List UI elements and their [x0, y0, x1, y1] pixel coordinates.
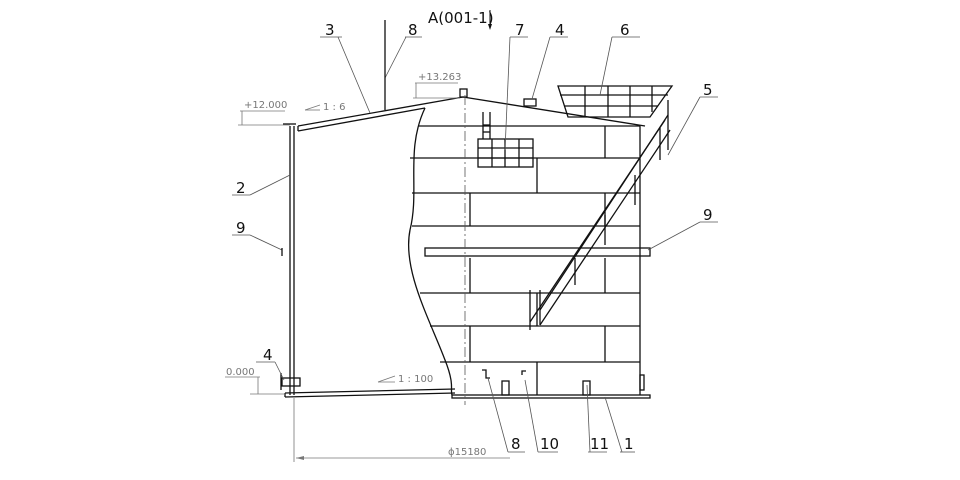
roof-slope: 1 : 6 [323, 102, 345, 113]
ring-platform [424, 247, 651, 257]
roof-nozzle [523, 98, 537, 107]
shell-nozzle [639, 374, 645, 391]
callout-7: 7 [515, 21, 525, 39]
support-left [501, 380, 510, 396]
roof [297, 88, 646, 132]
callout-5: 5 [703, 81, 713, 99]
elevation-roof-edge: +12.000 [244, 100, 287, 111]
break-line [408, 107, 453, 396]
roof-vent [459, 88, 468, 98]
tank-diameter: ϕ15180 [448, 447, 486, 458]
callout-11: 11 [590, 435, 609, 453]
callout-1: 1 [624, 435, 634, 453]
view-label: A(001-1) [428, 9, 494, 27]
bottom-nozzle [281, 377, 301, 387]
callout-3: 3 [325, 21, 335, 39]
support-right [582, 380, 591, 396]
callout-6: 6 [620, 21, 630, 39]
view-arrow-icon [488, 24, 492, 30]
bottom-slope: 1 : 100 [398, 374, 433, 385]
elevation-roof-top: +13.263 [418, 72, 461, 83]
callout-8-bottom: 8 [511, 435, 521, 453]
callout-2: 2 [236, 179, 246, 197]
top-platform [557, 85, 674, 118]
callout-8-top: 8 [408, 21, 418, 39]
elevation-ground: 0.000 [226, 367, 255, 378]
callout-4-top: 4 [555, 21, 565, 39]
callout-10: 10 [540, 435, 559, 453]
callout-4-bottom: 4 [263, 346, 273, 364]
callout-9-left: 9 [236, 219, 246, 237]
roof-box [477, 112, 534, 168]
leader-lines [232, 20, 718, 453]
dimension-lines [225, 82, 510, 462]
spiral-stair [529, 100, 671, 330]
callout-9-right: 9 [703, 206, 713, 224]
tank-bottom [280, 369, 651, 399]
tank-wall-section [283, 123, 296, 395]
